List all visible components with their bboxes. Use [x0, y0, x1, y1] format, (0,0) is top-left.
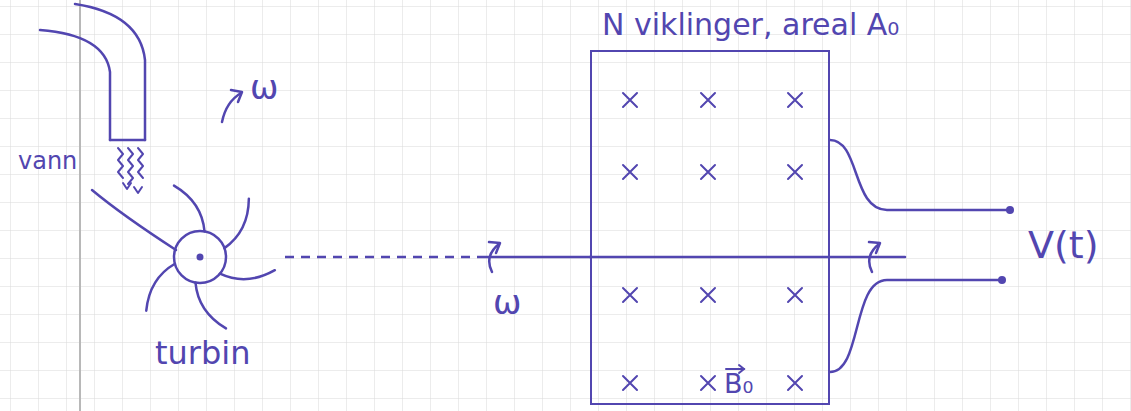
coil-box: N viklinger, areal A₀B₀: [590, 50, 830, 405]
turbine-blade: [224, 199, 248, 248]
field-crosses: [623, 93, 802, 390]
water: [138, 148, 143, 178]
pipe: [110, 139, 145, 142]
turbine-axle: [197, 254, 204, 261]
water: [118, 148, 123, 178]
turbine-blade: [220, 270, 275, 279]
rotation-arrow: [231, 90, 242, 102]
node-text: turbin: [155, 335, 250, 372]
wire: [830, 280, 999, 372]
wire: [830, 140, 1007, 210]
water-label: vann: [18, 148, 77, 176]
water: [128, 148, 133, 184]
water: [123, 183, 142, 193]
pipe: [75, 4, 145, 140]
omega-label: ω: [250, 68, 278, 107]
turbine-blade: [174, 186, 205, 232]
margin-line: [79, 0, 81, 411]
turbine: turbin: [115, 170, 285, 376]
shaft: [590, 256, 905, 259]
field-label: B₀: [724, 368, 753, 399]
shaft-solid: [480, 256, 590, 259]
omega-label: ω: [493, 283, 521, 322]
turbine-hub: [174, 231, 226, 283]
shaft-connector: [285, 257, 590, 258]
voltage-label: V(t): [1028, 224, 1099, 268]
coil-heading: N viklinger, areal A₀: [602, 8, 899, 43]
turbine-blade: [92, 190, 176, 250]
pipe: [40, 30, 110, 140]
turbine-blade: [195, 283, 226, 329]
rotation-arrow: [222, 93, 241, 122]
rotation-arrow: [869, 242, 880, 253]
rotation-arrow: [489, 242, 500, 253]
terminal-dot: [998, 276, 1006, 284]
turbine-blade: [146, 264, 175, 311]
terminal-dot: [1006, 206, 1014, 214]
turbine-wheel: [115, 170, 285, 330]
shaft-dashed: [285, 256, 480, 259]
